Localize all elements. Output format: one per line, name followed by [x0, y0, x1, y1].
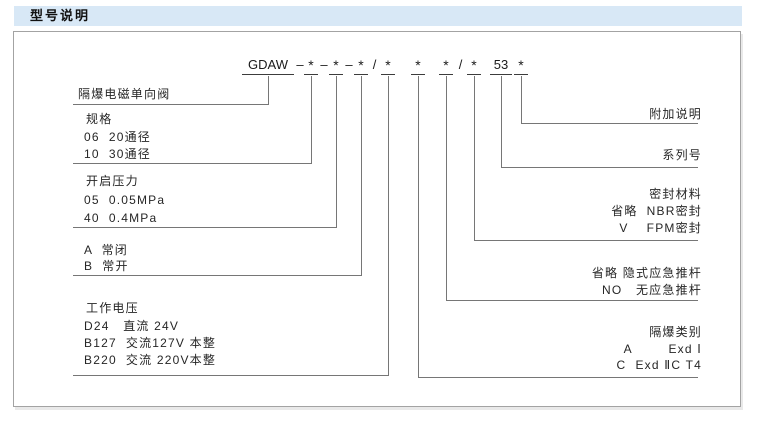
code-token-star-2: *: [329, 57, 343, 75]
label-voltage-option-d24: D24 直流 24V: [84, 319, 180, 333]
label-spec-title: 规格: [86, 112, 113, 126]
code-token-star-7: *: [467, 57, 481, 75]
code-token-star-1: *: [304, 57, 318, 75]
label-category-option-a: A Exd Ⅰ: [623, 342, 702, 356]
label-pressure-option-05: 05 0.05MPa: [84, 193, 166, 207]
code-token-gdaw: GDAW: [242, 57, 294, 75]
section-title: 型号说明: [30, 8, 91, 23]
code-token-star-4: *: [381, 57, 395, 75]
label-rod-option-hidden: 省略 隐式应急推杆: [591, 266, 702, 280]
code-token-dash: –: [345, 57, 353, 72]
connector-opening-pressure: [73, 76, 337, 228]
connector-spec: [73, 76, 312, 164]
label-spec-option-10: 10 30通径: [84, 147, 151, 161]
code-token-slash: /: [458, 57, 463, 72]
connector-series-number: [501, 76, 698, 168]
connector-explosionproof-category: [418, 76, 698, 378]
label-category-option-c: C Exd ⅡC T4: [616, 358, 702, 372]
label-state-option-b: B 常开: [84, 259, 129, 273]
code-token-dash: –: [296, 57, 304, 72]
code-token-star-5: *: [411, 57, 425, 75]
label-pressure-title: 开启压力: [86, 174, 139, 188]
connector-valve-type: [73, 76, 269, 105]
code-token-slash: /: [372, 57, 377, 72]
label-category-title: 隔爆类别: [649, 325, 702, 339]
code-token-star-6: *: [439, 57, 453, 75]
label-state-option-a: A 常闭: [84, 243, 129, 257]
label-seal-option-nbr: 省略 NBR密封: [611, 204, 702, 218]
connector-valve-state: [73, 76, 362, 276]
label-voltage-option-b220: B220 交流 220V本整: [84, 353, 217, 367]
label-rod-option-no: NO 无应急推杆: [601, 283, 702, 297]
connector-working-voltage: [73, 76, 389, 376]
label-pressure-option-40: 40 0.4MPa: [84, 211, 158, 225]
label-additional-note: 附加说明: [649, 107, 702, 121]
label-seal-option-fpm: V FPM密封: [619, 221, 702, 235]
label-series-number: 系列号: [662, 148, 702, 162]
section-header-bar: 型号说明: [14, 6, 742, 26]
connector-seal-material: [474, 76, 698, 241]
code-token-star-8: *: [514, 57, 528, 75]
connector-additional-note: [521, 76, 698, 124]
code-token-star-3: *: [354, 57, 368, 75]
label-voltage-option-b127: B127 交流127V 本整: [84, 336, 217, 350]
label-seal-title: 密封材料: [649, 187, 702, 201]
label-valve-type: 隔爆电磁单向阀: [78, 87, 171, 101]
label-voltage-title: 工作电压: [86, 301, 139, 315]
code-token-dash: –: [320, 57, 328, 72]
code-token-53: 53: [490, 57, 512, 75]
connector-emergency-rod: [446, 76, 698, 301]
diagram-frame: [13, 31, 741, 407]
label-spec-option-06: 06 20通径: [84, 130, 151, 144]
